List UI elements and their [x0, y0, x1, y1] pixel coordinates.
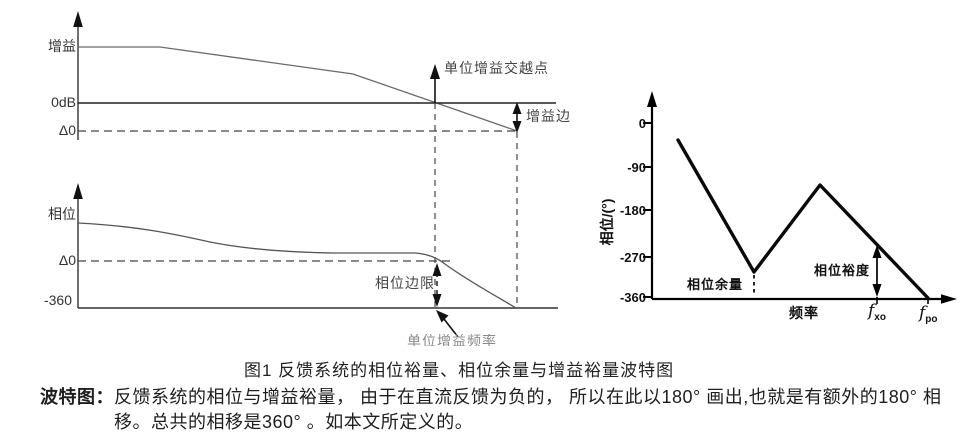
phase-curve	[77, 222, 517, 309]
bode-phase-curve	[676, 138, 930, 300]
body-line-1-text: 反馈系统的相位与增益裕量， 由于在直流反馈为负的， 所以在此以180° 画出,也…	[114, 387, 942, 407]
unity-gain-crossover-arrow	[430, 64, 440, 103]
body-line-2: 移。总共的相移是360° 。如本文所定义的。	[114, 412, 474, 432]
phase-allowance-label: 相位余量	[687, 277, 744, 292]
fxo-marker: fxo	[868, 301, 886, 323]
bode-ytick-180: -180	[619, 203, 646, 218]
bode-ytick-270: -270	[619, 250, 646, 265]
phase-y-axis	[73, 183, 83, 308]
fpo-marker: fpo	[919, 303, 938, 325]
fxo-subscript: xo	[874, 312, 886, 323]
phase-margin-label: 相位边限	[375, 275, 435, 291]
bode-x-axis	[652, 294, 957, 304]
gain-delta0-label: Δ0	[58, 122, 76, 138]
body-line-1: 波特图：反馈系统的相位与增益裕量， 由于在直流反馈为负的， 所以在此以180° …	[40, 383, 941, 409]
zero-db-label: 0dB	[51, 94, 76, 110]
phase-margin-double-arrow	[432, 263, 442, 307]
unity-gain-crossover-label: 单位增益交越点	[444, 60, 549, 76]
body-lead: 波特图：	[40, 387, 114, 407]
minus-360-label: -360	[43, 292, 72, 308]
phase-delta0-label: Δ0	[58, 252, 76, 268]
gain-axis-label: 增益	[48, 38, 76, 54]
gain-margin-label: 增益边	[526, 108, 571, 124]
unity-gain-frequency-label: 单位增益频率	[407, 334, 497, 346]
phase-margin-right-double-arrow	[872, 245, 882, 297]
phase-axis-label: 相位	[48, 206, 76, 222]
figure-caption: 图1 反馈系统的相位裕量、相位余量与增益裕量波特图	[244, 361, 675, 380]
bode-y-axis	[643, 91, 657, 299]
bode-ytick-90: -90	[627, 160, 646, 175]
gain-margin-double-arrow	[512, 102, 522, 133]
fpo-base: f	[919, 303, 926, 323]
bode-ytick-360: -360	[619, 290, 646, 305]
phase-margin-right-label: 相位裕度	[814, 263, 871, 278]
frequency-axis-label: 频率	[789, 305, 819, 321]
unity-gain-frequency-arrow	[436, 310, 459, 338]
fxo-base: f	[868, 301, 875, 321]
gain-y-axis	[73, 11, 83, 140]
bode-ytick-0: 0	[638, 116, 646, 131]
fpo-subscript: po	[925, 314, 938, 325]
